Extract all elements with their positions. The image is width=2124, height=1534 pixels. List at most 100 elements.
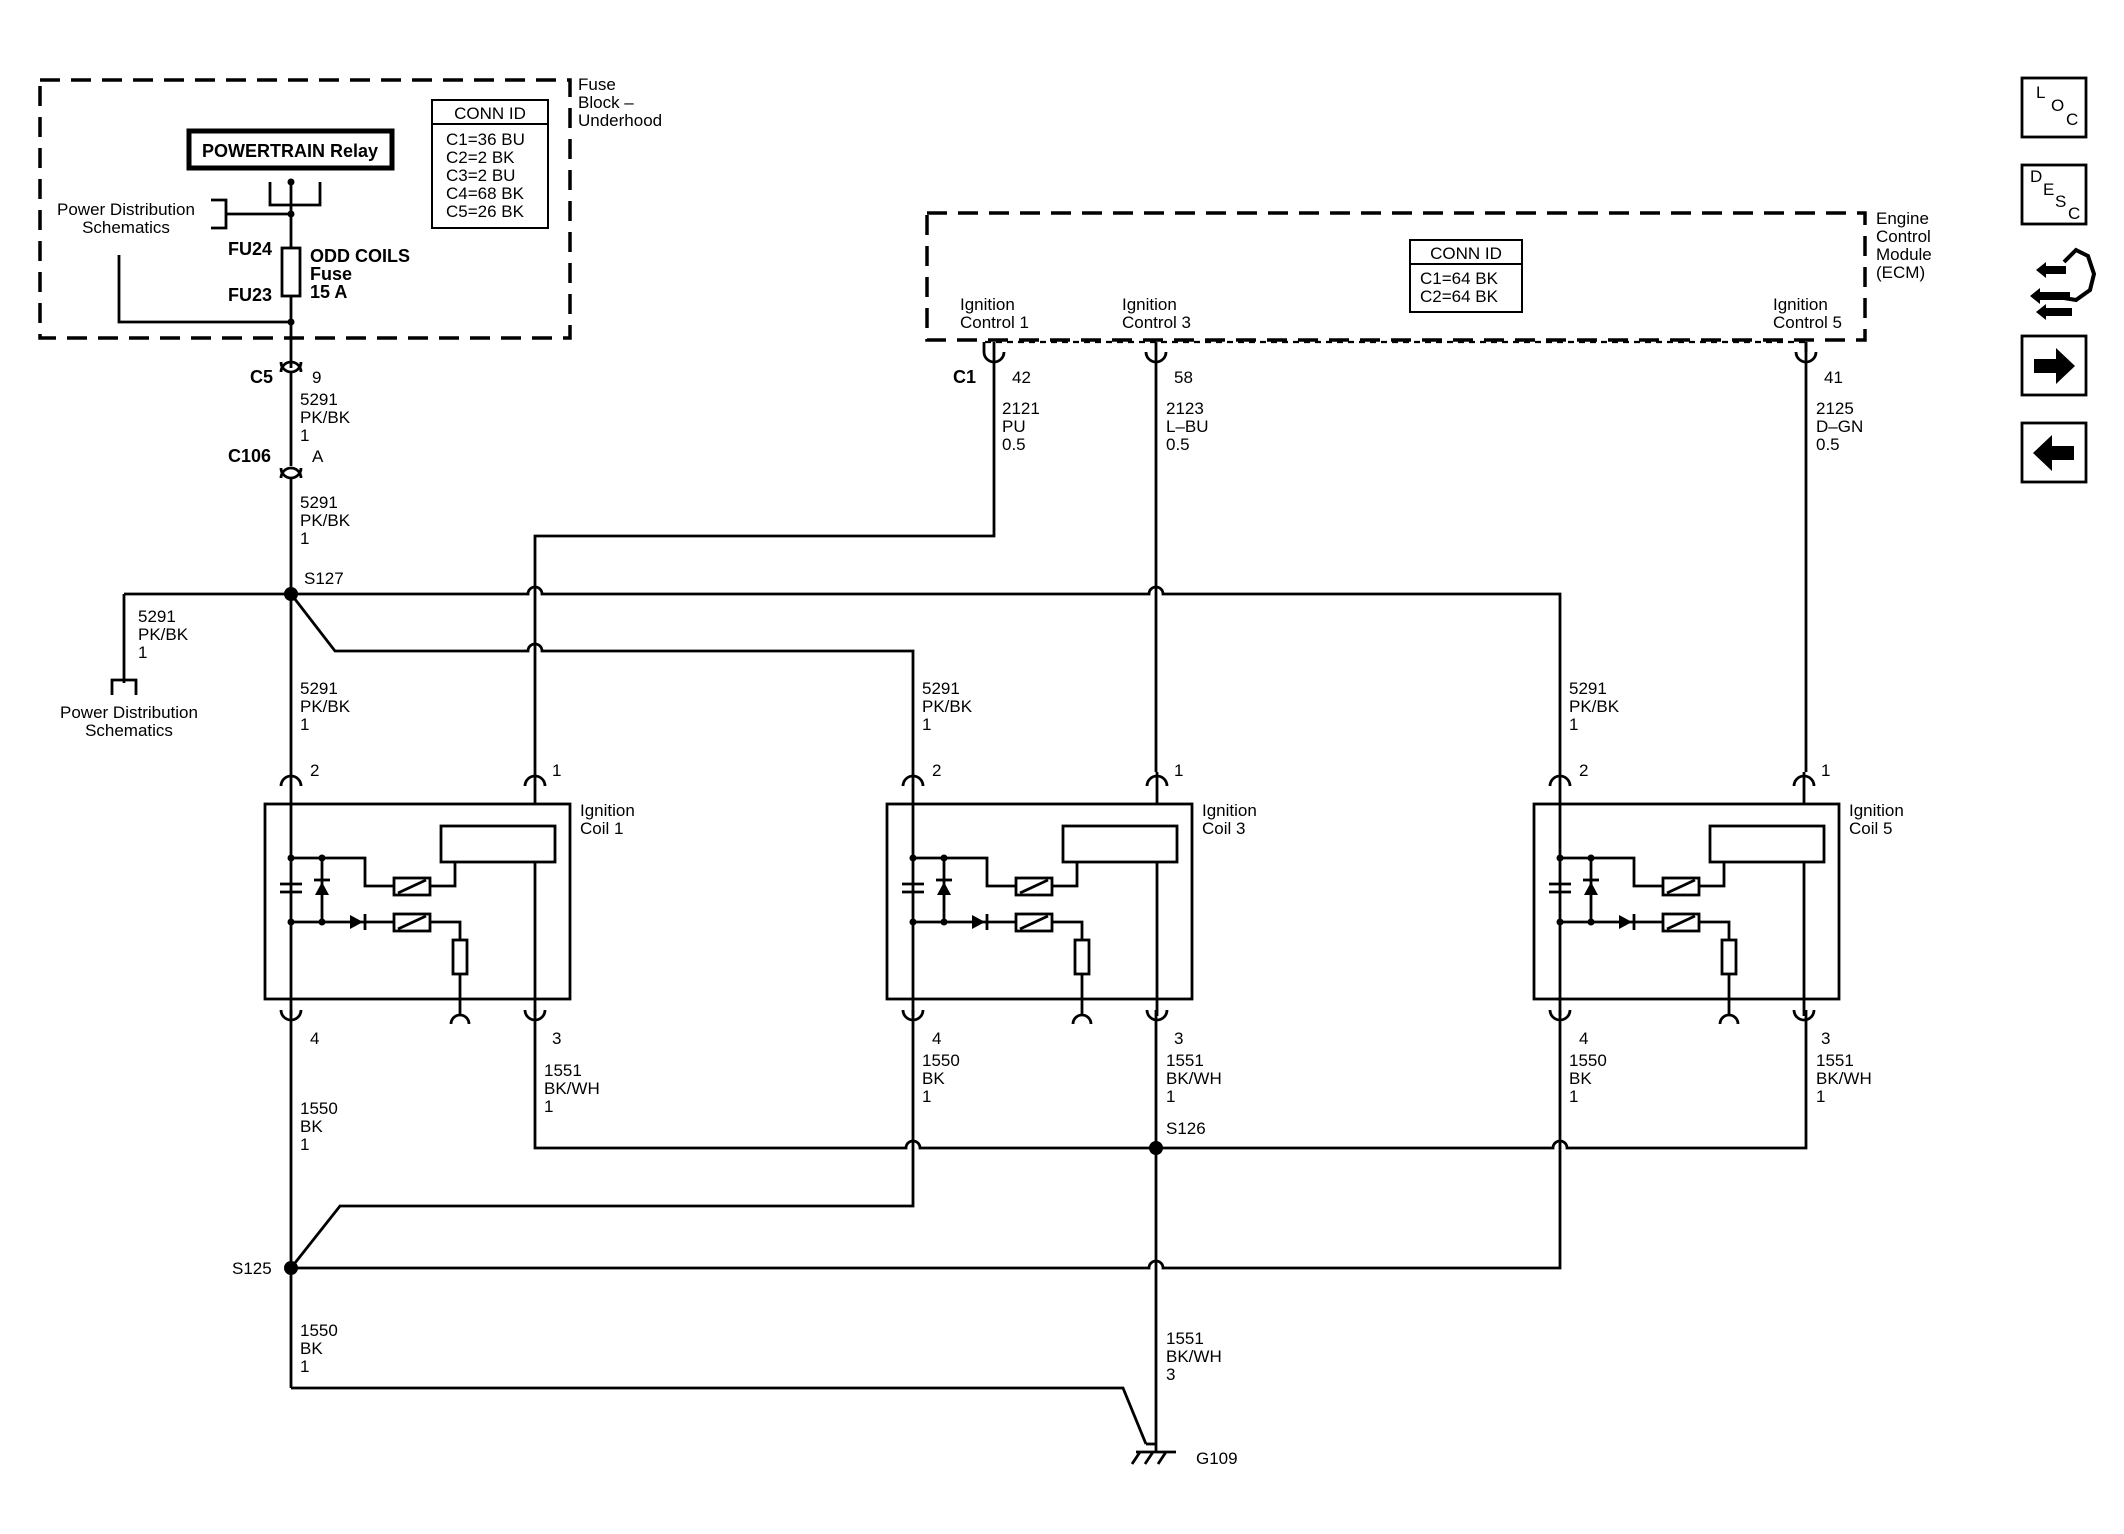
wire-size: 0.5 <box>1002 435 1026 454</box>
wire-color: BK <box>300 1117 323 1136</box>
coil-internal-wire <box>430 862 457 888</box>
wire-circuit: 2123 <box>1166 399 1204 418</box>
fuse-label: Fuse <box>310 264 352 284</box>
wire-color: BK <box>922 1069 945 1088</box>
back-button[interactable] <box>2020 421 2088 484</box>
wire-size: 3 <box>1166 1365 1175 1384</box>
c106-pin: A <box>312 447 324 466</box>
wire-color: D–GN <box>1816 417 1863 436</box>
wire-circuit: 5291 <box>138 607 176 626</box>
coil-resistor <box>1720 938 1738 976</box>
splice-s126: S126 <box>1149 1119 1206 1155</box>
ecm-pin: 42 <box>1012 368 1031 387</box>
ecm-pin: 41 <box>1824 368 1843 387</box>
ground-g109: G109 <box>1130 1440 1238 1468</box>
wire-circuit: 1551 <box>1166 1051 1204 1070</box>
connector-c106: C106 A <box>228 446 324 480</box>
coil-junction <box>318 854 326 862</box>
wire-size: 1 <box>300 529 309 548</box>
wire-color: PK/BK <box>922 697 973 716</box>
coil-connector-pin <box>901 1009 925 1022</box>
coil-diode <box>1619 915 1632 929</box>
coil-diode <box>972 915 985 929</box>
coil-junction <box>1587 918 1595 926</box>
wire-size: 0.5 <box>1816 435 1840 454</box>
wire-circuit: 5291 <box>922 679 960 698</box>
wire-size: 1 <box>1166 1087 1175 1106</box>
coil-name: Ignition <box>1849 801 1904 820</box>
nav-loc-button[interactable]: L O C <box>2020 76 2088 139</box>
coil-connector-pin <box>279 1009 303 1022</box>
ignition-coil-3 <box>885 772 1194 1025</box>
coil-driver-box <box>397 914 427 931</box>
coil-housing <box>263 802 572 1001</box>
coil-internal-wire <box>1052 920 1084 940</box>
coil-connector-pin <box>523 1009 547 1022</box>
fuse-block-title-line: Underhood <box>578 111 662 130</box>
coil-driver-box <box>1014 876 1054 897</box>
coil-secondary <box>1061 824 1179 864</box>
wire-circuit: 1550 <box>300 1321 338 1340</box>
fuse-block-title-line: Fuse <box>578 75 616 94</box>
wire-size: 1 <box>922 1087 931 1106</box>
connector-view-button[interactable] <box>2030 247 2097 320</box>
ecm-output-name: Control 1 <box>960 313 1029 332</box>
nav-desc-button[interactable]: D E S C <box>2020 163 2088 226</box>
ground-label: G109 <box>1196 1449 1238 1468</box>
back-arrow-icon <box>2033 435 2074 471</box>
coil-driver-box <box>1661 912 1701 933</box>
connector-c5: C5 9 <box>250 360 321 387</box>
wire-color: PK/BK <box>300 511 351 530</box>
wire-circuit: 1551 <box>1816 1051 1854 1070</box>
wire-circuit: 5291 <box>300 493 338 512</box>
loc-icon-letter: C <box>2066 110 2078 129</box>
conn-id-entry: C2=64 BK <box>1420 287 1499 306</box>
wire-size: 0.5 <box>1166 435 1190 454</box>
wire-circuit: 1551 <box>1166 1329 1204 1348</box>
conn-id-title: CONN ID <box>1430 244 1502 263</box>
coil-name: Coil 1 <box>580 819 623 838</box>
coil-ground-symbol <box>1718 1013 1740 1025</box>
connector-view-icon <box>2030 247 2097 320</box>
coil-connector-pin <box>1792 1009 1816 1022</box>
wire-color: BK/WH <box>1166 1069 1222 1088</box>
coil-driver-box <box>392 876 432 897</box>
ecm-title-line: Module <box>1876 245 1932 264</box>
wire-color: PU <box>1002 417 1026 436</box>
splice-label: S127 <box>304 569 344 588</box>
coil-driver-box <box>1014 912 1054 933</box>
wire-size: 1 <box>1569 715 1578 734</box>
coil-driver-box <box>1019 878 1049 895</box>
splice-label: S125 <box>232 1259 272 1278</box>
wire-color: BK/WH <box>1166 1347 1222 1366</box>
wire-circuit: 1551 <box>544 1061 582 1080</box>
wire-color: BK <box>1569 1069 1592 1088</box>
fu24-label: FU24 <box>228 239 272 259</box>
wire-color: PK/BK <box>300 697 351 716</box>
coil-ground-symbol <box>1071 1013 1093 1025</box>
coil-junction <box>909 918 917 926</box>
coil-junction <box>1587 854 1595 862</box>
wire-circuit: 1550 <box>300 1099 338 1118</box>
fuse-block-underhood: Fuse Block – Underhood CONN ID C1=36 BU … <box>38 75 662 368</box>
coil-driver-box <box>397 878 427 895</box>
power-distribution-label: Power Distribution <box>57 200 195 219</box>
fu23-label: FU23 <box>228 285 272 305</box>
coil-junction <box>287 854 295 862</box>
next-button[interactable] <box>2020 334 2088 397</box>
wire-circuit: 1550 <box>922 1051 960 1070</box>
coil-name: Coil 5 <box>1849 819 1892 838</box>
ecm-pin: 58 <box>1174 368 1193 387</box>
coil-housing <box>1532 802 1841 1001</box>
coil-name: Ignition <box>580 801 635 820</box>
coil-pin: 1 <box>552 761 561 780</box>
coil-diode <box>350 915 363 929</box>
powertrain-relay-label: POWERTRAIN Relay <box>202 141 378 161</box>
ecm-output-name: Control 3 <box>1122 313 1191 332</box>
desc-icon-letter: S <box>2055 192 2066 211</box>
wire-size: 1 <box>1816 1087 1825 1106</box>
wire-circuit: 5291 <box>1569 679 1607 698</box>
conn-id-entry: C5=26 BK <box>446 202 525 221</box>
wire-color: PK/BK <box>1569 697 1620 716</box>
coil-pin: 1 <box>1174 761 1183 780</box>
